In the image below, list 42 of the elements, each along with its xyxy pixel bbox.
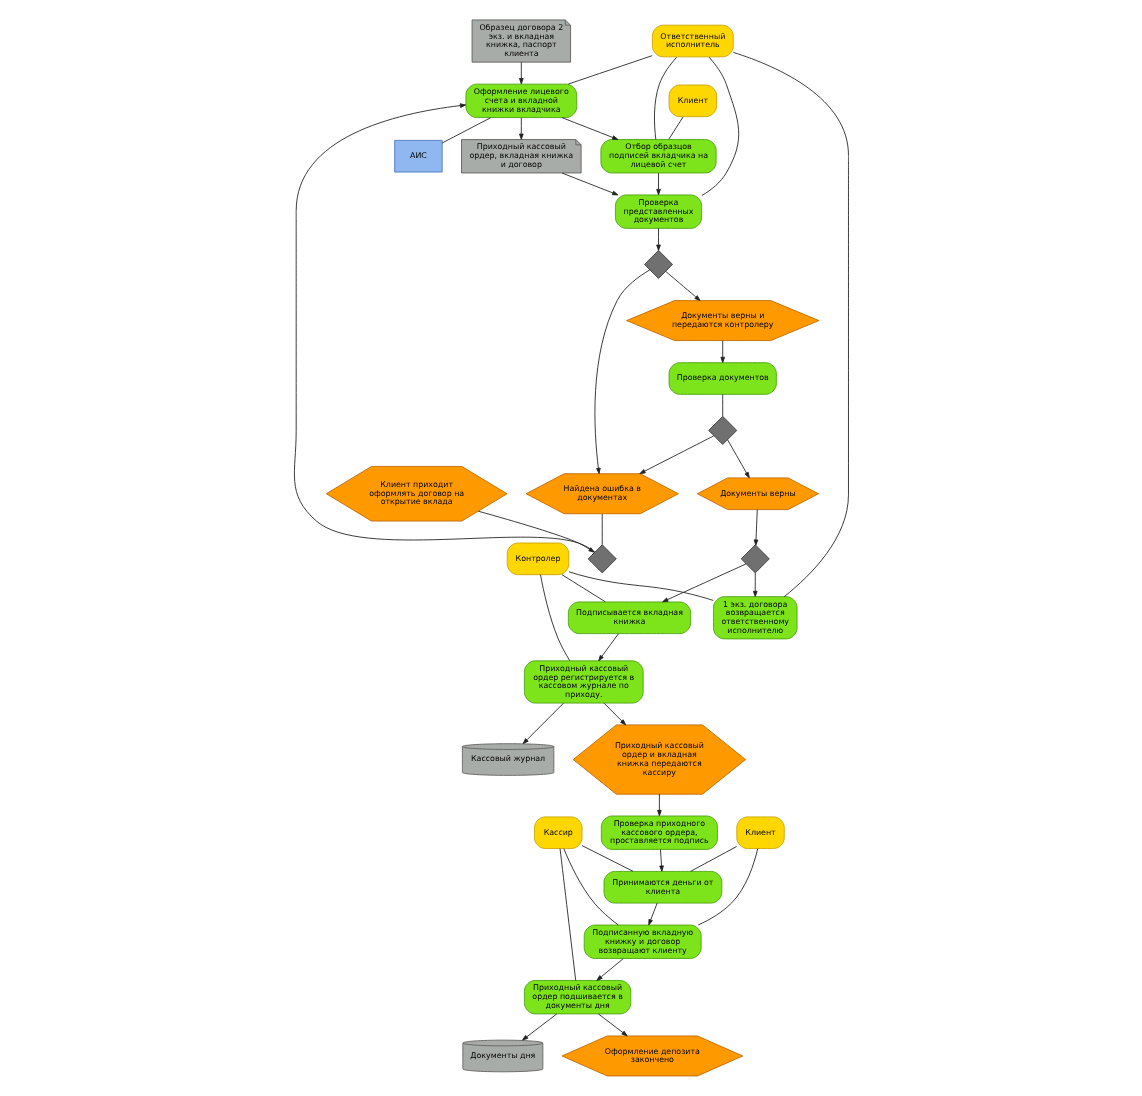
arrow [603,702,627,726]
arrow [561,172,619,196]
arrow [659,848,664,872]
arrow [598,633,619,662]
arrow [519,61,524,85]
connector [559,848,577,981]
connector [441,117,492,144]
connector [563,848,619,926]
connector [654,56,678,140]
arrow [561,117,619,140]
arrow [662,563,747,603]
connector [567,55,653,85]
arrow [596,958,624,981]
arrow [720,340,725,363]
arrow [597,1013,628,1037]
connector [540,574,571,662]
arrow [752,572,758,597]
node-diamond [644,249,674,279]
connector [568,571,714,601]
connector [690,846,738,872]
arrow [519,117,524,140]
connector [668,116,684,140]
connector [697,848,759,926]
connector [722,394,724,417]
connector [701,56,740,196]
arrow [522,702,564,745]
arrow [656,172,661,196]
arrow [727,439,750,479]
node-diamond [740,544,770,574]
connector [732,51,849,598]
arrow [594,269,651,474]
node-diamond [708,415,738,445]
arrow [665,271,701,301]
arrow [753,509,759,546]
connector [581,845,634,872]
arrow [657,793,662,817]
connector [561,574,606,603]
arrow [522,1013,558,1041]
arrow [656,227,661,251]
arrow [648,902,658,926]
connector [601,513,603,545]
arrow [639,435,715,475]
